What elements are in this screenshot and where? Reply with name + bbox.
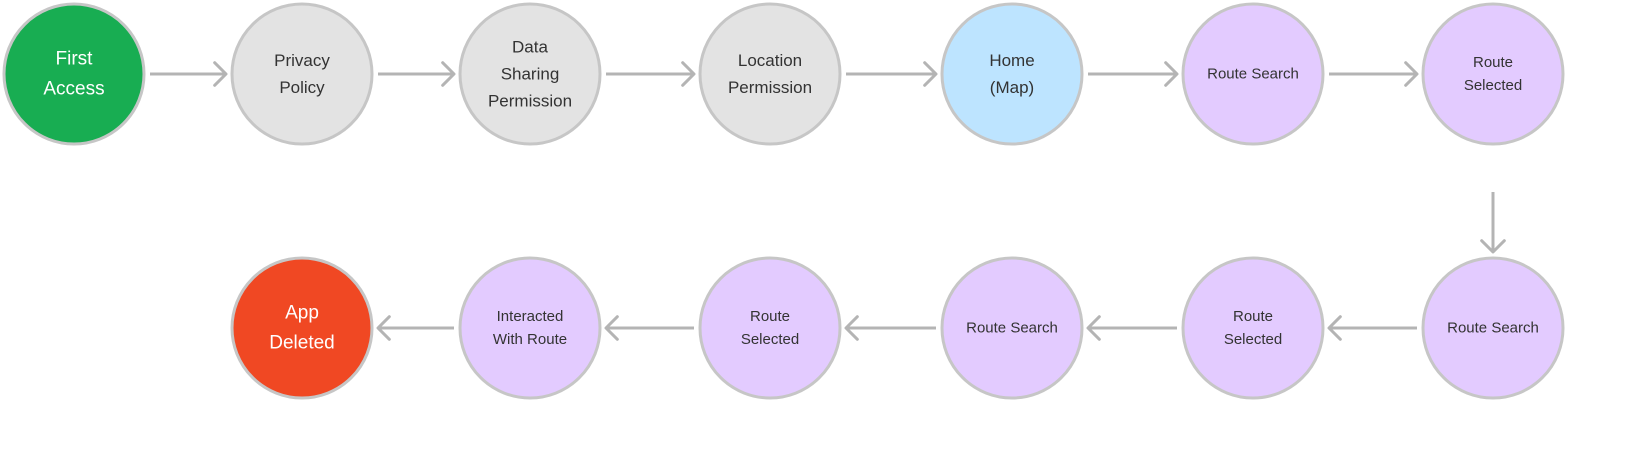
flow-arrow (1086, 315, 1177, 341)
flow-arrow (844, 315, 936, 341)
node-circle (1421, 2, 1565, 146)
node-label: Interacted (497, 308, 564, 325)
flow-arrow (606, 61, 696, 87)
arrow-head (1086, 315, 1101, 341)
node-label: Selected (1224, 331, 1282, 348)
flow-arrow (604, 315, 694, 341)
node-circle (1181, 2, 1325, 146)
node-label: Policy (279, 78, 325, 97)
node-circle (230, 2, 374, 146)
node-home-map: Home (Map) (940, 2, 1084, 146)
node-circle (1421, 256, 1565, 400)
node-label: Data (512, 38, 548, 57)
node-label: Route Search (966, 320, 1058, 337)
arrow-head (681, 61, 696, 87)
node-circle (698, 256, 842, 400)
node-circle (940, 256, 1084, 400)
arrow-head (1327, 315, 1342, 341)
node-label: App (285, 303, 319, 324)
node-circle (2, 2, 146, 146)
flow-arrow (1327, 315, 1417, 341)
node-label: Route Search (1207, 66, 1299, 83)
node-route-search-1: Route Search (1181, 2, 1325, 146)
node-route-search-2: Route Search (1421, 256, 1565, 400)
flow-arrow (1480, 192, 1506, 254)
node-label: Location (738, 51, 802, 70)
arrow-head (844, 315, 859, 341)
flow-arrow (376, 315, 454, 341)
arrow-head (1164, 61, 1179, 87)
node-label: With Route (493, 331, 567, 348)
arrow-head (376, 315, 391, 341)
flow-arrow (150, 61, 228, 87)
arrow-head (1480, 239, 1506, 254)
node-label: Selected (1464, 77, 1522, 94)
node-label: Sharing (501, 65, 560, 84)
flow-arrow (378, 61, 456, 87)
node-label: Route (750, 308, 790, 325)
node-label: Route Search (1447, 320, 1539, 337)
node-circle (230, 256, 374, 400)
arrow-head (1404, 61, 1419, 87)
arrow-head (441, 61, 456, 87)
arrow-head (213, 61, 228, 87)
node-label: First (56, 49, 94, 70)
node-label: Route (1233, 308, 1273, 325)
node-label: Privacy (274, 51, 330, 70)
node-circle (1181, 256, 1325, 400)
node-route-search-3: Route Search (940, 256, 1084, 400)
node-label: Selected (741, 331, 799, 348)
arrow-head (923, 61, 938, 87)
node-circle (458, 2, 602, 146)
node-label: Permission (488, 92, 572, 111)
node-label: Access (43, 79, 104, 100)
node-circle (458, 256, 602, 400)
node-circle (940, 2, 1084, 146)
node-circle (698, 2, 842, 146)
arrow-head (604, 315, 619, 341)
flow-arrow (846, 61, 938, 87)
node-label: Home (989, 51, 1034, 70)
node-label: Route (1473, 54, 1513, 71)
arrows-layer (150, 61, 1506, 341)
node-label: Deleted (269, 333, 335, 354)
node-label: Permission (728, 78, 812, 97)
flow-arrow (1088, 61, 1179, 87)
node-label: (Map) (990, 78, 1034, 97)
flow-arrow (1329, 61, 1419, 87)
